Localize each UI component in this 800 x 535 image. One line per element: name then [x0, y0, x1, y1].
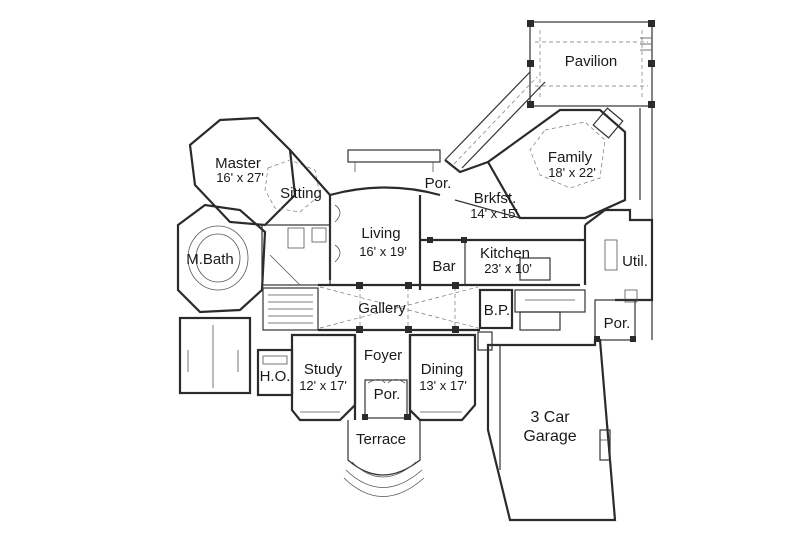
- terrace-label: Terrace: [356, 431, 406, 448]
- study-size: 12' x 17': [299, 378, 347, 393]
- dining-room: [408, 331, 493, 422]
- porch-top-label: Por.: [425, 175, 452, 192]
- master-size: 16' x 27': [216, 170, 264, 185]
- butler-pantry: [478, 288, 586, 331]
- utility-room: [584, 208, 654, 303]
- dining-size: 13' x 17': [419, 378, 467, 393]
- terrace: [343, 420, 425, 497]
- sitting-label: Sitting: [280, 185, 322, 202]
- brkfst-size: 14' x 15': [470, 206, 518, 221]
- master-bath: [176, 203, 331, 314]
- master-suite: [188, 116, 331, 227]
- bar-label: Bar: [432, 258, 455, 275]
- kitchen-bar: [420, 225, 587, 285]
- garage: [486, 338, 617, 522]
- dining-label: Dining: [421, 361, 464, 378]
- brkfst-label: Brkfst.: [474, 190, 517, 207]
- living-room: [328, 149, 441, 290]
- breakfast-area: [444, 159, 521, 219]
- gallery: [318, 282, 580, 333]
- garage-label-line1: 3 Car: [530, 409, 570, 426]
- master-label: Master: [215, 155, 261, 172]
- family-label: Family: [548, 149, 593, 166]
- home-office: [256, 348, 294, 397]
- kitchen-label: Kitchen: [480, 245, 530, 262]
- garage-label-line2: Garage: [523, 428, 576, 445]
- util-label: Util.: [622, 253, 648, 270]
- living-label: Living: [361, 225, 400, 242]
- closet-stairs: [178, 287, 319, 395]
- kitchen-size: 23' x 10': [484, 261, 532, 276]
- porch-right-label: Por.: [604, 315, 631, 332]
- study: [290, 333, 357, 422]
- study-label: Study: [304, 361, 343, 378]
- ho-label: H.O.: [260, 368, 291, 385]
- family-room: [486, 107, 627, 220]
- front-porch: [362, 379, 410, 420]
- family-size: 18' x 22': [548, 165, 596, 180]
- porch-front-label: Por.: [374, 386, 401, 403]
- living-size: 16' x 19': [359, 244, 407, 259]
- foyer-label: Foyer: [364, 347, 402, 364]
- pavilion-label: Pavilion: [565, 53, 618, 70]
- pavilion-structure: [527, 20, 655, 108]
- bp-label: B.P.: [484, 302, 510, 319]
- mbath-label: M.Bath: [186, 251, 234, 268]
- gallery-label: Gallery: [358, 300, 406, 317]
